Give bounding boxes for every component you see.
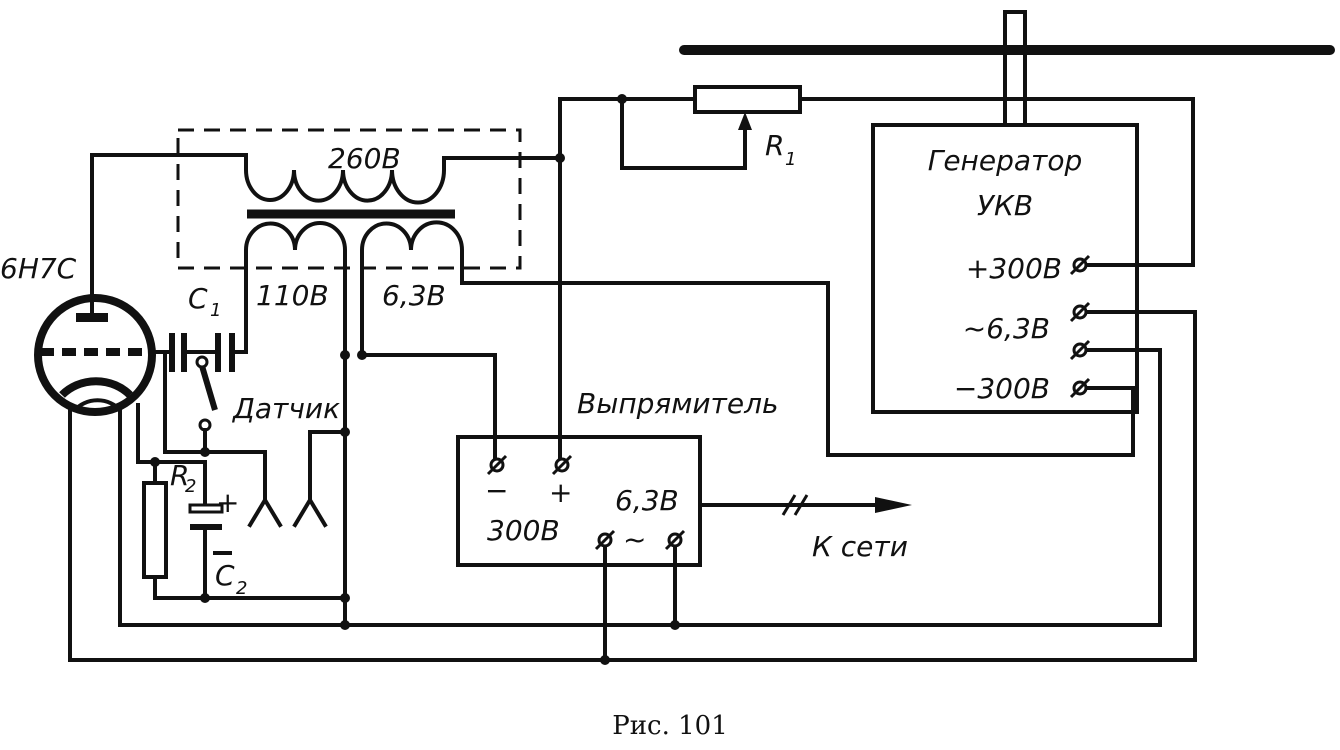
resistor-r2: [142, 481, 168, 579]
rectifier-title: Выпрямитель: [577, 387, 779, 420]
terminal-icon: [486, 454, 508, 476]
terminal-icon: [1069, 339, 1091, 361]
junction-dots: [150, 94, 680, 665]
terminal-icon: [1069, 254, 1091, 276]
terminal-icon: [551, 454, 573, 476]
c2-plus-label: +: [216, 486, 239, 519]
generator-title: Генератор: [928, 144, 1083, 177]
generator-subtitle: УКВ: [977, 189, 1033, 222]
terminal-icon: [594, 529, 616, 551]
potentiometer-r1: [558, 85, 1195, 267]
sensor-probes: [163, 350, 347, 528]
terminal-icon: [664, 529, 686, 551]
c2-subscript: 2: [236, 578, 247, 599]
tube-label: 6Н7С: [0, 252, 77, 285]
rectifier-ac-symbol: ~: [623, 523, 646, 556]
rectifier-300-label: 300В: [487, 514, 560, 547]
tube-6n7s: [34, 153, 156, 416]
sensor-label: Датчик: [231, 392, 340, 425]
transformer: [90, 153, 1135, 627]
capacitor-c2: [188, 503, 224, 514]
cathode-rc: [136, 403, 347, 600]
r2-label: R: [170, 459, 189, 492]
mains-label: К сети: [812, 530, 908, 563]
c1-label: C: [188, 282, 208, 315]
generator-minus-300-label: −300В: [954, 372, 1050, 405]
generator-block: [68, 123, 1197, 662]
transformer-shield: [176, 128, 522, 270]
generator-ac-63-label: ~6,3В: [963, 312, 1050, 345]
rectifier-block: [360, 156, 912, 662]
generator-plus-300-label: +300В: [966, 252, 1062, 285]
primary-voltage-label: 260В: [328, 142, 401, 175]
secondary-63-label: 6,3В: [382, 279, 446, 312]
switch-blade: [199, 365, 218, 411]
c2-label: C: [215, 559, 235, 592]
capacitor-c1: [150, 333, 242, 432]
r1-subscript: 1: [785, 149, 796, 170]
terminal-icon: [1069, 301, 1091, 323]
antenna: [679, 10, 1335, 127]
secondary-110-label: 110В: [256, 279, 329, 312]
rectifier-63-label: 6,3В: [615, 484, 679, 517]
rectifier-plus-label: +: [549, 476, 572, 509]
rectifier-minus-label: −: [485, 474, 508, 507]
figure-caption: Рис. 101: [612, 711, 728, 741]
r1-label: R: [765, 129, 784, 162]
r2-subscript: 2: [185, 476, 196, 497]
c1-subscript: 1: [210, 300, 221, 321]
terminal-icons: [486, 254, 1091, 551]
arrow-icon: [875, 497, 912, 513]
terminal-icon: [1069, 377, 1091, 399]
